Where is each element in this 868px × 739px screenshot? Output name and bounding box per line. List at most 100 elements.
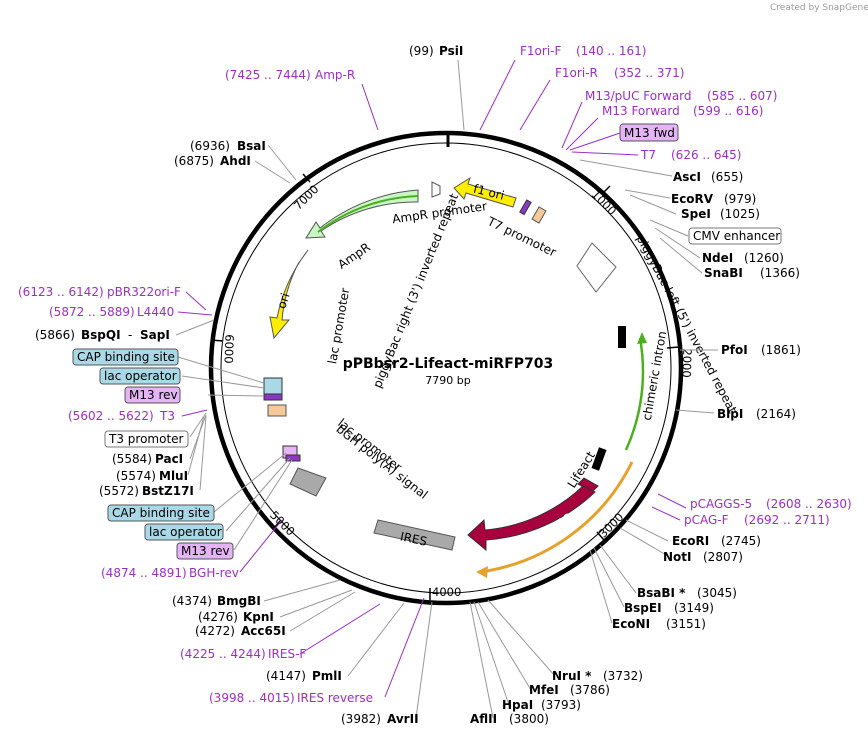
svg-text:pCAGGS-5: pCAGGS-5 — [690, 497, 752, 511]
svg-text:(1366): (1366) — [760, 266, 800, 280]
svg-text:(2745): (2745) — [721, 534, 761, 548]
label-bstz17i: (5572) BstZ17I — [99, 484, 194, 498]
svg-text:F1ori-R: F1ori-R — [555, 66, 598, 80]
label-spei: SpeI (1025) — [681, 207, 760, 221]
label-lac-operator-2: lac operator — [144, 523, 224, 541]
label-bgh-rev: (4874 .. 4891) BGH-rev — [101, 566, 239, 580]
orange-line — [479, 461, 634, 574]
label-ahdi: (6875) AhdI — [174, 154, 251, 168]
tick-label-6000: 6000 — [222, 334, 237, 364]
orange-head — [476, 566, 488, 578]
svg-text:(3149): (3149) — [674, 601, 714, 615]
svg-text:MfeI: MfeI — [529, 683, 559, 697]
f1-ori-arrow — [453, 176, 517, 208]
svg-text:(5872 .. 5889): (5872 .. 5889) — [49, 305, 135, 319]
svg-text:IRES reverse: IRES reverse — [297, 691, 373, 705]
svg-text:(4374): (4374) — [172, 594, 212, 608]
svg-text:AscI: AscI — [673, 170, 701, 184]
label-m13-rev-1: M13 rev — [124, 386, 181, 404]
ampr-arrow — [305, 189, 419, 239]
svg-text:(2164): (2164) — [756, 407, 796, 421]
svg-text:BspEI: BspEI — [624, 601, 662, 615]
svg-text:(3786): (3786) — [570, 683, 610, 697]
svg-text:SapI: SapI — [140, 328, 170, 342]
svg-text:(5602 .. 5622): (5602 .. 5622) — [68, 409, 154, 423]
label-bsai: (6936) BsaI — [190, 139, 266, 153]
svg-text:(1861): (1861) — [761, 343, 801, 357]
intron-marker — [618, 326, 626, 348]
tick-label-2000: 2000 — [679, 348, 694, 378]
svg-text:(3793): (3793) — [541, 698, 581, 712]
t7-promoter-marker — [531, 206, 547, 224]
svg-text:(4272): (4272) — [195, 624, 235, 638]
tick-6000: 6000 — [210, 334, 237, 364]
piggybac-left-box — [576, 242, 617, 293]
svg-text:Amp-R: Amp-R — [315, 68, 355, 82]
label-acc65i: (4272) Acc65I — [195, 624, 286, 638]
label-econi: EcoNI (3151) — [612, 617, 706, 631]
svg-text:T3 promoter: T3 promoter — [108, 432, 184, 446]
svg-text:PsiI: PsiI — [439, 44, 463, 58]
svg-text:PacI: PacI — [155, 452, 183, 466]
svg-text:NdeI: NdeI — [702, 251, 733, 265]
label-t3: (5602 .. 5622) T3 — [68, 409, 175, 423]
svg-text:(5572): (5572) — [99, 484, 139, 498]
feature-ampr-label: AmpR — [335, 240, 373, 272]
svg-text:AflII: AflII — [470, 712, 497, 726]
tick-label-4000: 4000 — [432, 585, 461, 599]
svg-text:(4225 .. 4244): (4225 .. 4244) — [180, 647, 266, 661]
svg-text:M13 Forward: M13 Forward — [602, 104, 680, 118]
chimeric-intron-line — [624, 337, 645, 451]
label-ires-reverse: (3998 .. 4015) IRES reverse — [209, 691, 373, 705]
svg-text:M13 fwd: M13 fwd — [624, 126, 675, 140]
label-m13-forward: M13 Forward (599 .. 616) — [602, 104, 763, 118]
svg-text:BsaBI *: BsaBI * — [637, 586, 686, 600]
label-ires-f: (4225 .. 4244) IRES-F — [180, 647, 306, 661]
label-mfei: MfeI (3786) — [529, 683, 610, 697]
leader-lines — [175, 59, 718, 719]
svg-text:(599 .. 616): (599 .. 616) — [693, 104, 763, 118]
svg-text:-: - — [128, 328, 132, 342]
svg-text:HpaI: HpaI — [502, 698, 533, 712]
label-pcaggs-5: pCAGGS-5 (2608 .. 2630) — [690, 497, 852, 511]
svg-text:PfoI: PfoI — [721, 343, 748, 357]
svg-text:L4440: L4440 — [137, 305, 174, 319]
cap1-marker — [263, 377, 283, 395]
label-t7: T7 (626 .. 645) — [640, 148, 741, 162]
ori-arrow — [269, 249, 309, 340]
chimeric-intron-head — [637, 332, 647, 344]
svg-text:CAP binding site: CAP binding site — [77, 350, 175, 364]
backbone-ring — [208, 130, 684, 606]
label-cap-binding-1: CAP binding site — [72, 348, 179, 366]
svg-text:BstZ17I: BstZ17I — [142, 484, 194, 498]
tick-label-1000: 1000 — [589, 187, 620, 218]
label-pmli: (4147) PmlI — [266, 669, 342, 683]
label-f1ori-f: F1ori-F (140 .. 161) — [520, 44, 646, 58]
svg-text:SpeI: SpeI — [681, 207, 711, 221]
label-avrii: (3982) AvrII — [341, 712, 419, 726]
svg-text:(979): (979) — [724, 192, 756, 206]
svg-text:CMV enhancer: CMV enhancer — [693, 229, 780, 243]
svg-text:KpnI: KpnI — [243, 610, 274, 624]
svg-text:M13 rev: M13 rev — [129, 388, 178, 402]
svg-text:BmgBI: BmgBI — [217, 594, 261, 608]
label-bspqi-sapi: (5866) BspQI - SapI — [35, 328, 170, 342]
svg-text:(5584): (5584) — [112, 452, 152, 466]
svg-text:BsaI: BsaI — [237, 139, 266, 153]
feature-ires-label: IRES — [399, 529, 428, 548]
label-psi: (99) PsiI — [409, 44, 463, 58]
label-paci: (5584) PacI — [112, 452, 183, 466]
feature-lac-promoter1-label: lac promoter — [325, 287, 352, 365]
svg-text:(3151): (3151) — [666, 617, 706, 631]
label-ecorv: EcoRV (979) — [671, 192, 756, 206]
label-asci: AscI (655) — [673, 170, 743, 184]
feature-ori-label: ori — [274, 291, 292, 310]
svg-text:(655): (655) — [711, 170, 743, 184]
bgh-box — [289, 467, 327, 497]
svg-text:lac operator: lac operator — [149, 525, 222, 539]
t3-marker — [267, 404, 287, 417]
svg-text:(1260): (1260) — [744, 251, 784, 265]
svg-text:F1ori-F: F1ori-F — [520, 44, 561, 58]
lifeact-marker — [591, 447, 607, 471]
